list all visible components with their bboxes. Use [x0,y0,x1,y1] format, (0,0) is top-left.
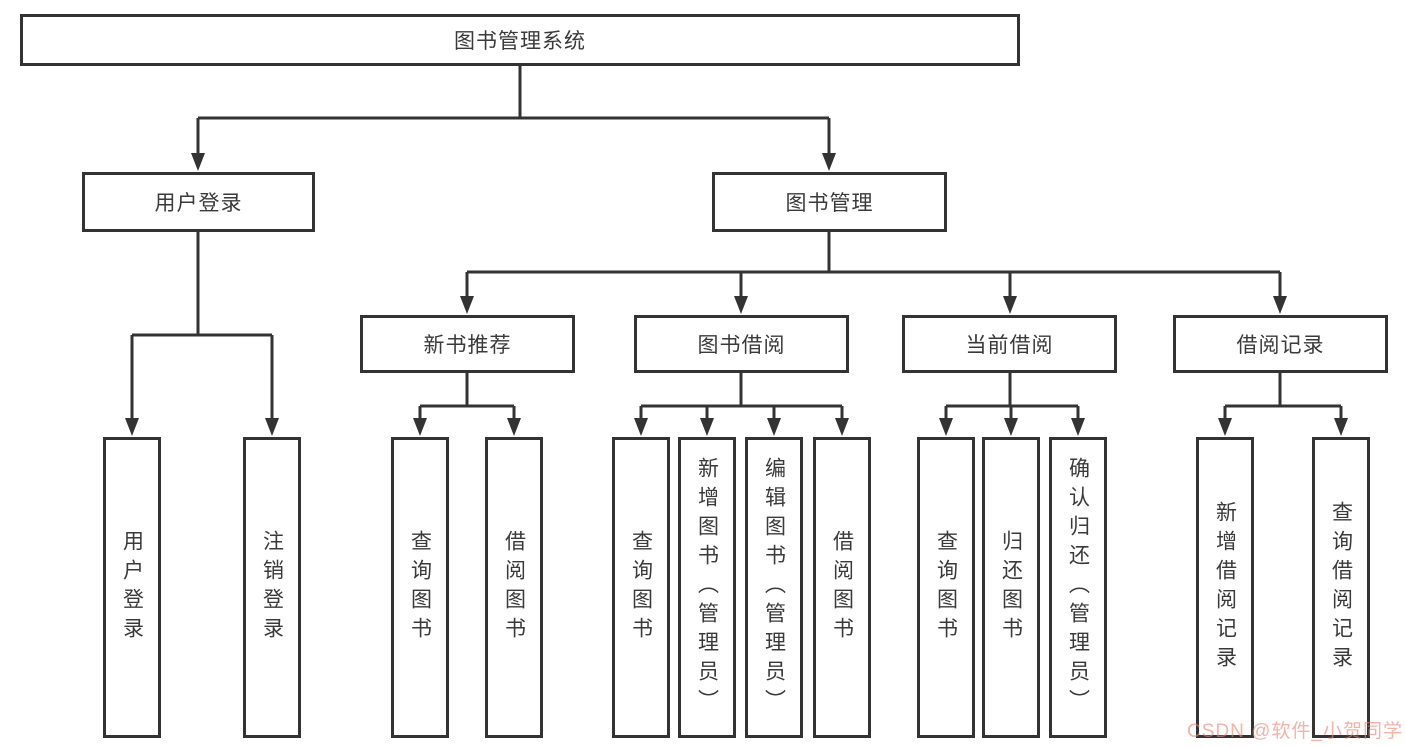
node-leaf-query-borrow-record: 查询借阅记录 [1312,437,1370,738]
node-book-borrow-label: 图书借阅 [697,334,786,357]
node-leaf-query-books-3-label: 查询图书 [934,529,958,646]
node-root: 图书管理系统 [20,14,1020,66]
node-leaf-add-book-admin-label: 新增图书（管理员） [695,457,719,718]
node-borrow-records: 借阅记录 [1173,315,1388,373]
node-root-label: 图书管理系统 [454,30,586,53]
node-leaf-confirm-return-admin-label: 确认归还（管理员） [1066,457,1090,718]
node-leaf-query-books-2-label: 查询图书 [629,529,653,646]
arrowhead-icons [125,153,1348,436]
node-new-book-recommend: 新书推荐 [360,315,575,373]
node-leaf-query-books-1: 查询图书 [391,437,449,738]
node-leaf-query-books-3: 查询图书 [917,437,975,738]
node-book-borrow: 图书借阅 [634,315,849,373]
node-leaf-query-books-2: 查询图书 [612,437,670,738]
node-borrow-records-label: 借阅记录 [1236,334,1325,357]
node-leaf-user-login-label: 用户登录 [120,529,144,646]
node-book-management: 图书管理 [712,172,947,232]
node-user-login-label: 用户登录 [154,192,243,215]
node-leaf-return-books: 归还图书 [982,437,1040,738]
node-current-borrow-label: 当前借阅 [965,334,1054,357]
node-leaf-confirm-return-admin: 确认归还（管理员） [1049,437,1107,738]
node-leaf-borrow-books-2: 借阅图书 [813,437,871,738]
node-book-management-label: 图书管理 [785,192,874,215]
node-leaf-logout-label: 注销登录 [260,529,284,646]
node-leaf-borrow-books-1: 借阅图书 [485,437,543,738]
node-leaf-edit-book-admin-label: 编辑图书（管理员） [762,457,786,718]
node-leaf-borrow-books-1-label: 借阅图书 [502,529,526,646]
node-leaf-add-borrow-record: 新增借阅记录 [1196,437,1254,738]
node-leaf-query-books-1-label: 查询图书 [408,529,432,646]
node-leaf-logout: 注销登录 [243,437,301,738]
node-leaf-borrow-books-2-label: 借阅图书 [830,529,854,646]
node-leaf-query-borrow-record-label: 查询借阅记录 [1329,500,1353,675]
node-leaf-add-borrow-record-label: 新增借阅记录 [1213,500,1237,675]
node-leaf-edit-book-admin: 编辑图书（管理员） [745,437,803,738]
node-user-login: 用户登录 [82,172,315,232]
node-leaf-user-login: 用户登录 [103,437,161,738]
node-leaf-return-books-label: 归还图书 [999,529,1023,646]
node-current-borrow: 当前借阅 [902,315,1117,373]
node-leaf-add-book-admin: 新增图书（管理员） [678,437,736,738]
node-new-book-recommend-label: 新书推荐 [423,334,512,357]
